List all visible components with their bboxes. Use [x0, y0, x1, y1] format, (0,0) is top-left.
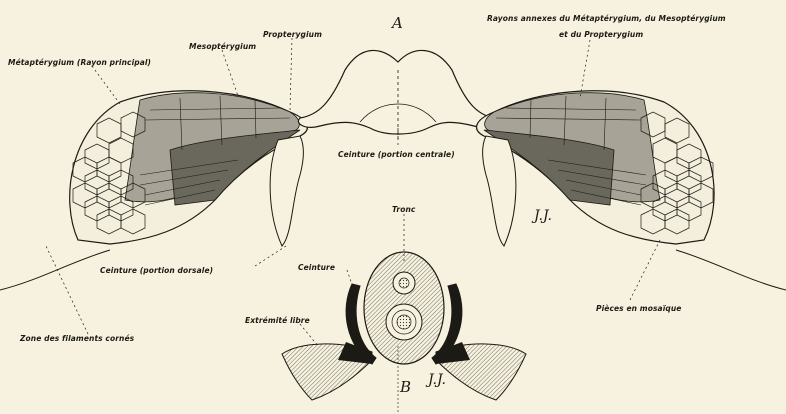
label-zone-filaments: Zone des filaments cornés [20, 334, 134, 343]
signature-bottom: J.J. [428, 372, 446, 388]
left-girdle-dorsal [270, 136, 303, 246]
pelvic-girdle-A [298, 50, 495, 140]
label-rayons-line2: et du Propterygium [559, 30, 643, 39]
left-filament-line [0, 250, 110, 290]
left-fin [0, 91, 307, 290]
label-ceinture: Ceinture [298, 263, 335, 272]
label-ceinture-centrale: Ceinture (portion centrale) [338, 150, 455, 159]
letter-b: B [400, 378, 411, 396]
girdle-central [298, 50, 495, 134]
right-filament-line [676, 250, 786, 290]
label-propterygium: Propterygium [263, 30, 322, 39]
right-fin [477, 91, 786, 290]
letter-a: A [392, 14, 403, 32]
signature-top: J.J. [534, 208, 552, 224]
label-mesopterygium: Mesoptérygium [189, 42, 256, 51]
label-ceinture-dorsale: Ceinture (portion dorsale) [100, 266, 213, 275]
trunk-lower-core [397, 315, 411, 329]
label-pieces-mosaique: Pièces en mosaïque [596, 304, 681, 313]
label-tronc: Tronc [392, 205, 415, 214]
label-extremite-libre: Extrémité libre [245, 316, 310, 325]
trunk-upper-core [399, 278, 409, 288]
label-rayons-line1: Rayons annexes du Métaptérygium, du Meso… [487, 14, 726, 23]
label-metapterygium: Métaptérygium (Rayon principal) [8, 58, 151, 67]
right-girdle-dorsal [483, 136, 516, 246]
